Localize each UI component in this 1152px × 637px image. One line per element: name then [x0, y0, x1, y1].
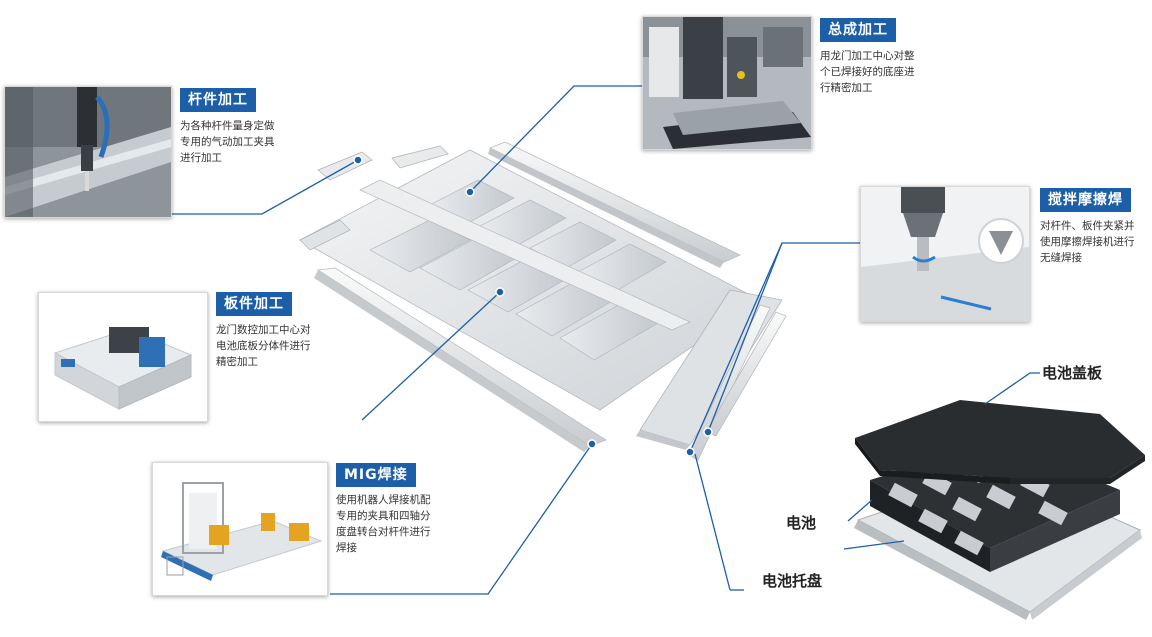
dot-plate [495, 287, 505, 297]
friction-desc-line-1: 对杆件、板件夹紧并 [1040, 220, 1135, 232]
rod-desc-line-2: 专用的气动加工夹具 [180, 136, 275, 148]
assembly-desc-line-3: 行精密加工 [820, 82, 873, 94]
mig-welding-photo [152, 462, 328, 596]
friction-desc-line-2: 使用摩擦焊接机进行 [1040, 236, 1135, 248]
end-bracket-2 [391, 145, 449, 169]
line-cover [984, 372, 1040, 405]
assembly-machining-description: 用龙门加工中心对整 个已焊接好的底座进 行精密加工 [820, 48, 915, 96]
line-tray-1 [843, 540, 905, 550]
plate-desc-line-1: 龙门数控加工中心对 [216, 324, 311, 336]
plate-desc-line-2: 电池底板分体件进行 [216, 340, 311, 352]
plate-desc-line-3: 精密加工 [216, 356, 258, 368]
dot-friction-a [685, 447, 695, 457]
friction-welding-title: 搅拌摩擦焊 [1040, 188, 1131, 212]
line-friction-a [689, 242, 860, 453]
plate-machining-title: 板件加工 [216, 292, 292, 316]
assembly-desc-line-2: 个已焊接好的底座进 [820, 66, 915, 78]
dot-friction-b [703, 427, 713, 437]
rod-machining-photo [4, 86, 172, 218]
friction-desc-line-3: 无缝焊接 [1040, 252, 1082, 264]
mig-desc-line-1: 使用机器人焊接机配 [336, 494, 431, 506]
assembly-machining-title: 总成加工 [820, 18, 896, 42]
rod-machining-title: 杆件加工 [180, 88, 256, 112]
mig-welding-description: 使用机器人焊接机配 专用的夹具和四轴分 度盘转台对杆件进行 焊接 [336, 492, 431, 556]
dot-mig [587, 439, 597, 449]
line-assembly [469, 85, 642, 193]
plate-machining-image [39, 293, 207, 421]
mig-welding-title: MIG焊接 [336, 463, 416, 487]
end-bracket-3 [299, 219, 351, 251]
mig-desc-line-3: 度盘转台对杆件进行 [336, 526, 431, 538]
dot-assembly [465, 187, 475, 197]
plate-machining-photo [38, 292, 208, 422]
line-tray-2 [694, 453, 731, 591]
right-side-rail-1 [687, 304, 771, 461]
right-side-rail-2 [705, 311, 787, 437]
battery-tray-label: 电池托盘 [762, 572, 823, 590]
rod-machining-description: 为各种杆件量身定做 专用的气动加工夹具 进行加工 [180, 118, 275, 166]
line-mig [330, 443, 593, 595]
line-rod [170, 159, 359, 215]
line-battery [847, 499, 873, 522]
friction-welding-image [861, 187, 1029, 321]
rod-desc-line-1: 为各种杆件量身定做 [180, 120, 275, 132]
battery-label: 电池 [786, 514, 817, 532]
line-friction-b [707, 242, 783, 433]
cross-beam [359, 179, 691, 331]
plate-machining-description: 龙门数控加工中心对 电池底板分体件进行 精密加工 [216, 322, 311, 370]
friction-welding-description: 对杆件、板件夹紧并 使用摩擦焊接机进行 无缝焊接 [1040, 218, 1135, 266]
mig-desc-line-4: 焊接 [336, 542, 357, 554]
assembly-machining-image [643, 17, 811, 149]
assembly-machining-photo [642, 16, 812, 150]
rod-machining-image [5, 87, 171, 217]
friction-welding-photo [860, 186, 1030, 322]
mig-welding-image [153, 463, 327, 595]
battery-cover-shape [855, 400, 1145, 478]
battery-cover-label: 电池盖板 [1042, 364, 1103, 382]
dot-rod [353, 155, 363, 165]
mig-desc-line-2: 专用的夹具和四轴分 [336, 510, 431, 522]
rod-desc-line-3: 进行加工 [180, 152, 222, 164]
assembly-desc-line-1: 用龙门加工中心对整 [820, 50, 915, 62]
line-plate [361, 291, 501, 421]
